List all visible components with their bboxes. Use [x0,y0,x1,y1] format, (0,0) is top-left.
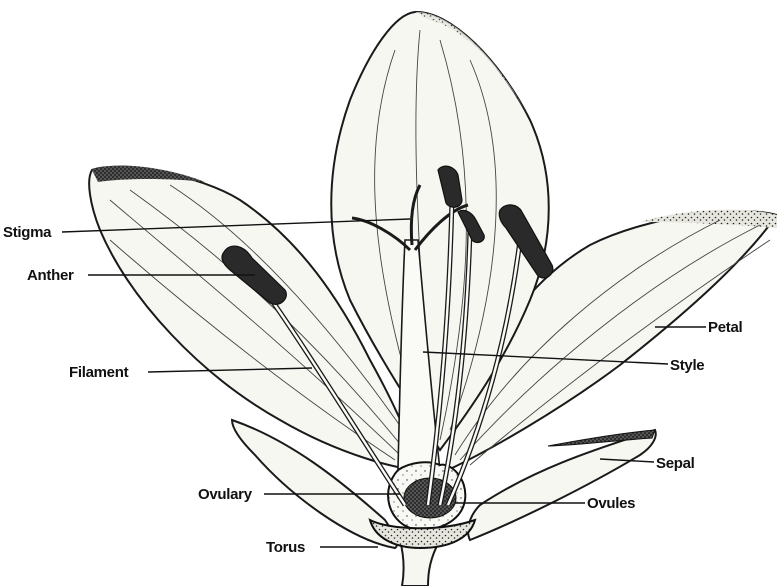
label-filament: Filament [69,364,129,381]
label-torus: Torus [266,539,305,556]
label-style: Style [670,357,704,374]
label-anther: Anther [27,267,74,284]
sepal-right [468,430,656,540]
label-ovules: Ovules [587,495,635,512]
label-stigma: Stigma [3,224,52,241]
label-petal: Petal [708,319,742,336]
label-sepal: Sepal [656,455,695,472]
label-ovulary: Ovulary [198,486,253,503]
